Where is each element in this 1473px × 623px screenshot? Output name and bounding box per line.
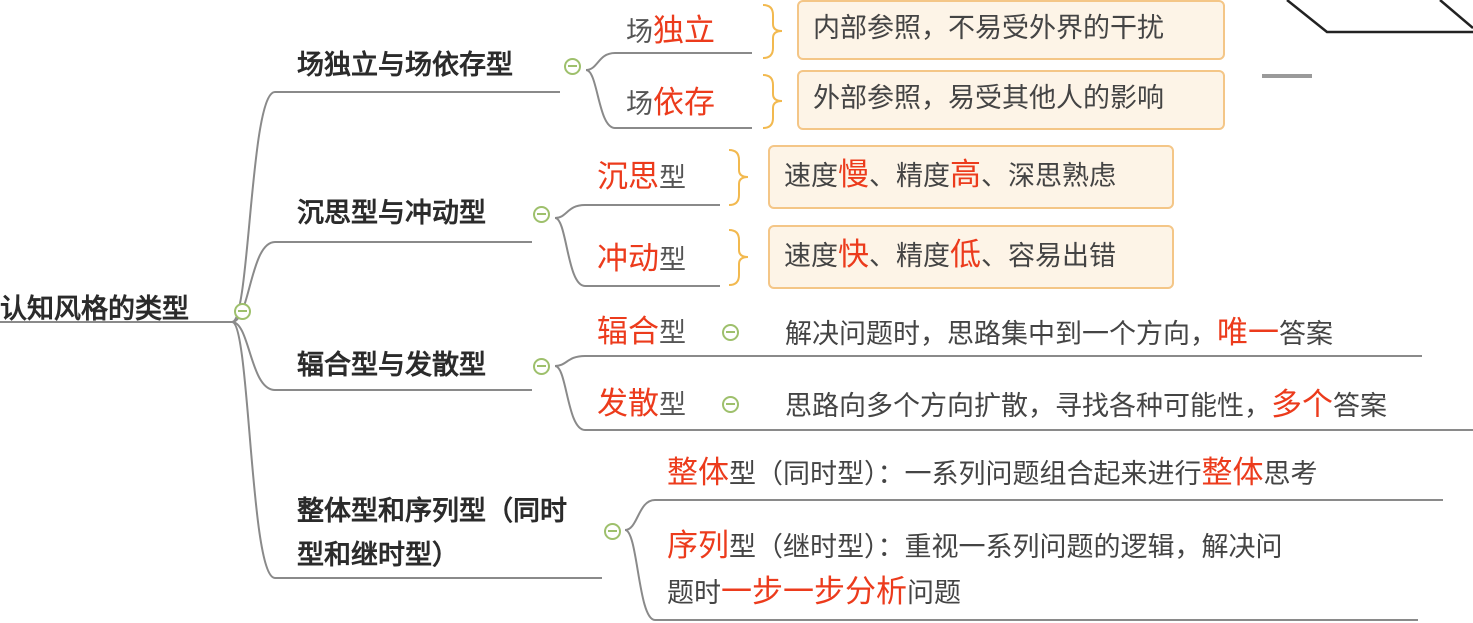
note-field-independent: 内部参照，不易受外界的干扰 <box>797 0 1225 60</box>
brace-3 <box>728 149 749 206</box>
node-convergent[interactable]: 辐合型 <box>597 314 686 350</box>
node-serial[interactable]: 序列型（继时型）：重视一系列问题的逻辑，解决问 <box>667 528 1283 564</box>
root-collapse-icon[interactable] <box>234 303 251 320</box>
branch-holistic-serial[interactable]: 整体型和序列型（同时型和继时型） <box>297 496 567 571</box>
b2-to-c2 <box>554 217 720 287</box>
b4-to-c1 <box>624 499 1443 531</box>
node-serial-line2: 题时一步一步分析问题 <box>667 574 961 610</box>
brace-4 <box>728 229 749 286</box>
node-impulsive[interactable]: 冲动型 <box>597 241 686 277</box>
branch-field-independence[interactable]: 场独立与场依存型 <box>297 50 513 81</box>
b3-to-c1 <box>554 355 1422 367</box>
convergent-collapse-icon[interactable] <box>722 324 739 341</box>
branch-3-collapse-icon[interactable] <box>533 358 550 375</box>
note-impulsive: 速度快、精度低、容易出错 <box>768 225 1174 289</box>
node-divergent[interactable]: 发散型 <box>597 386 686 422</box>
desc-convergent: 解决问题时，思路集中到一个方向，唯一答案 <box>785 315 1333 351</box>
branch-2-collapse-icon[interactable] <box>533 206 550 223</box>
b1-to-c2 <box>585 69 752 129</box>
branch-4-collapse-icon[interactable] <box>604 523 621 540</box>
node-field-independent[interactable]: 场独立 <box>626 13 715 49</box>
note-field-dependent: 外部参照，易受其他人的影响 <box>797 70 1225 130</box>
b3-to-c2 <box>554 365 1473 431</box>
node-field-dependent[interactable]: 场依存 <box>626 85 715 121</box>
b2-to-c1 <box>554 204 720 219</box>
node-reflective[interactable]: 沉思型 <box>597 159 686 195</box>
branch-reflective-impulsive[interactable]: 沉思型与冲动型 <box>297 198 486 229</box>
root-to-branch-2 <box>231 241 276 323</box>
note-reflective: 速度慢、精度高、深思熟虑 <box>768 145 1174 209</box>
corner-shape <box>1286 0 1473 34</box>
root-to-branch-1 <box>231 91 276 323</box>
b4-to-c2 <box>624 529 1418 621</box>
branch-convergent-divergent[interactable]: 辐合型与发散型 <box>297 350 486 381</box>
root-to-branch-3 <box>231 321 276 391</box>
branch-1-collapse-icon[interactable] <box>564 58 581 75</box>
node-holistic[interactable]: 整体型（同时型）：一系列问题组合起来进行整体思考 <box>667 455 1318 491</box>
brace-2 <box>762 74 783 129</box>
b1-to-c1 <box>585 52 752 71</box>
brace-1 <box>762 4 783 59</box>
root-to-branch-4 <box>231 321 276 579</box>
divergent-collapse-icon[interactable] <box>722 396 739 413</box>
desc-divergent: 思路向多个方向扩散，寻找各种可能性，多个答案 <box>785 387 1387 423</box>
root-node[interactable]: 认知风格的类型 <box>0 294 189 325</box>
